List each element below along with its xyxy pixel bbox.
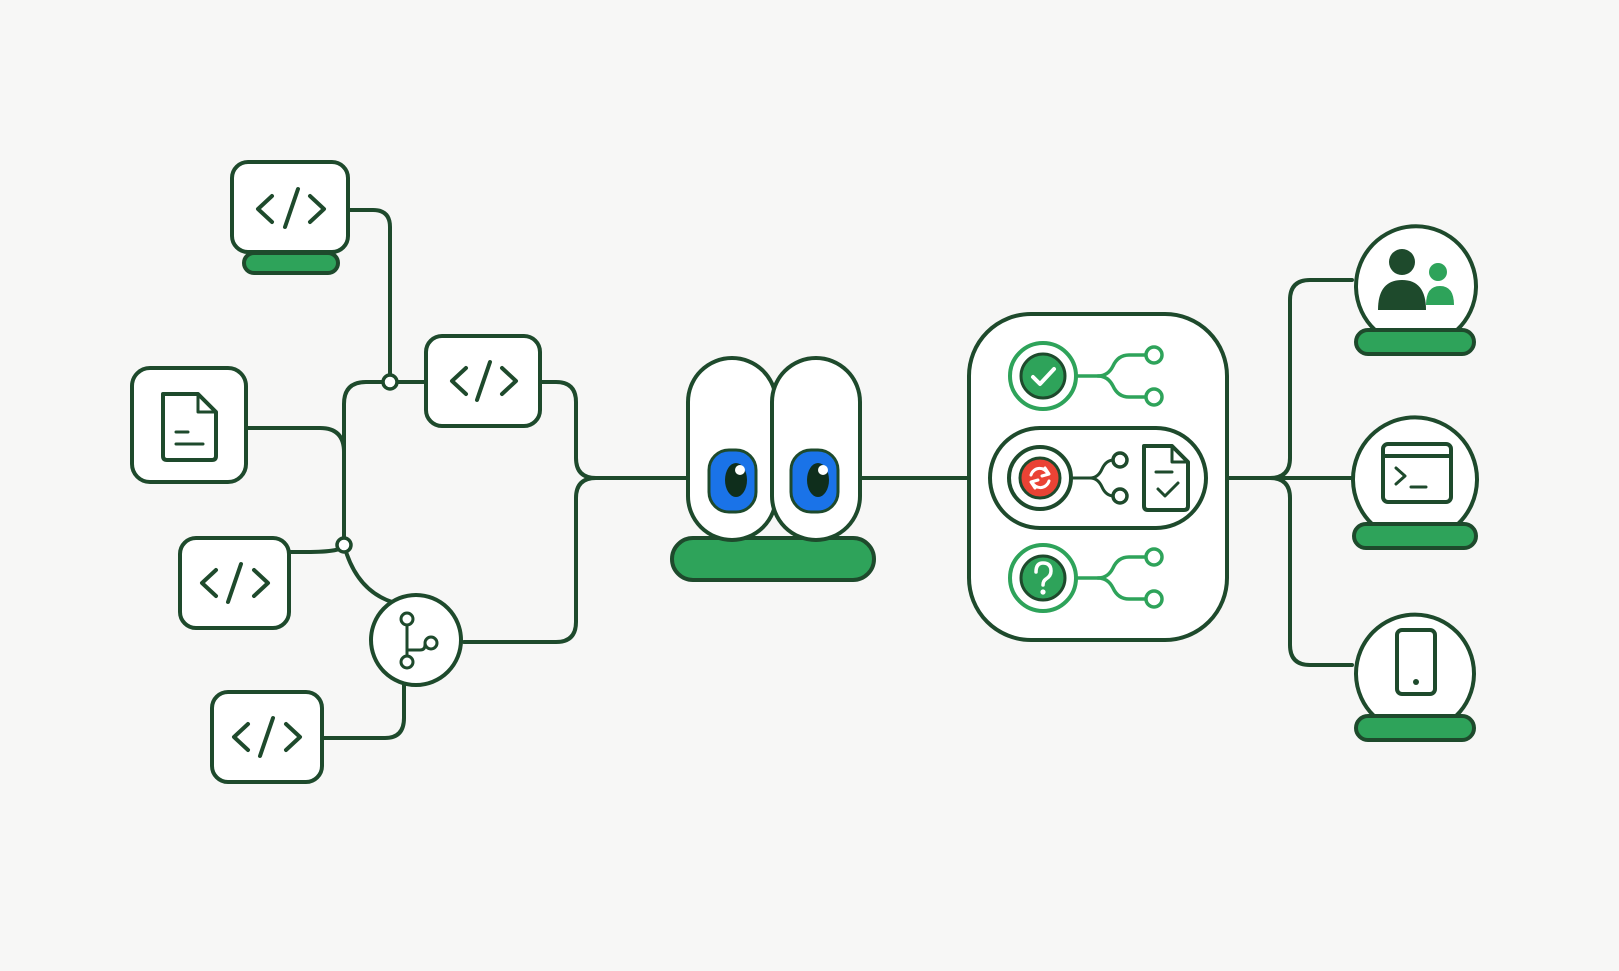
check-row-unknown[interactable] bbox=[1008, 543, 1164, 613]
terminal-icon bbox=[1381, 442, 1453, 504]
code-brackets-icon bbox=[450, 360, 518, 402]
code-brackets-icon bbox=[200, 562, 270, 604]
branch-dot bbox=[1144, 387, 1164, 407]
output-terminal-node[interactable] bbox=[1351, 415, 1479, 550]
mobile-phone-icon bbox=[1395, 628, 1437, 696]
branch-dot bbox=[1144, 345, 1164, 365]
users-icon bbox=[1378, 249, 1454, 310]
junction-dot bbox=[381, 373, 399, 391]
branch-dot bbox=[1111, 451, 1129, 469]
source-code-node-3[interactable] bbox=[178, 536, 291, 630]
question-circle-icon bbox=[1019, 554, 1067, 602]
check-circle-icon bbox=[1019, 352, 1067, 400]
output-mobile-node[interactable] bbox=[1354, 612, 1476, 742]
branch-dot bbox=[1144, 547, 1164, 567]
document-icon bbox=[161, 392, 218, 462]
check-row-fail[interactable] bbox=[988, 426, 1208, 530]
left-connectors bbox=[246, 208, 970, 740]
code-brackets-icon bbox=[232, 716, 302, 758]
git-branch-icon bbox=[399, 611, 439, 670]
branch-dot bbox=[1111, 487, 1129, 505]
source-code-node-2[interactable] bbox=[424, 334, 542, 428]
checked-document-icon bbox=[1142, 444, 1190, 512]
branch-dot bbox=[1144, 589, 1164, 609]
eyes-mascot-icon bbox=[686, 356, 862, 542]
right-connectors bbox=[1226, 278, 1354, 667]
source-document-node[interactable] bbox=[130, 366, 248, 484]
source-git-node[interactable] bbox=[369, 593, 463, 687]
check-row-pass[interactable] bbox=[1008, 341, 1164, 411]
checks-panel[interactable] bbox=[967, 312, 1229, 642]
code-brackets-icon bbox=[256, 187, 326, 229]
reviewer-node[interactable] bbox=[670, 356, 876, 582]
junction-dot bbox=[335, 536, 353, 554]
source-code-node-4[interactable] bbox=[210, 690, 324, 784]
source-code-node-1[interactable] bbox=[230, 160, 350, 275]
sync-error-icon bbox=[1018, 456, 1062, 500]
output-people-node[interactable] bbox=[1354, 224, 1478, 356]
